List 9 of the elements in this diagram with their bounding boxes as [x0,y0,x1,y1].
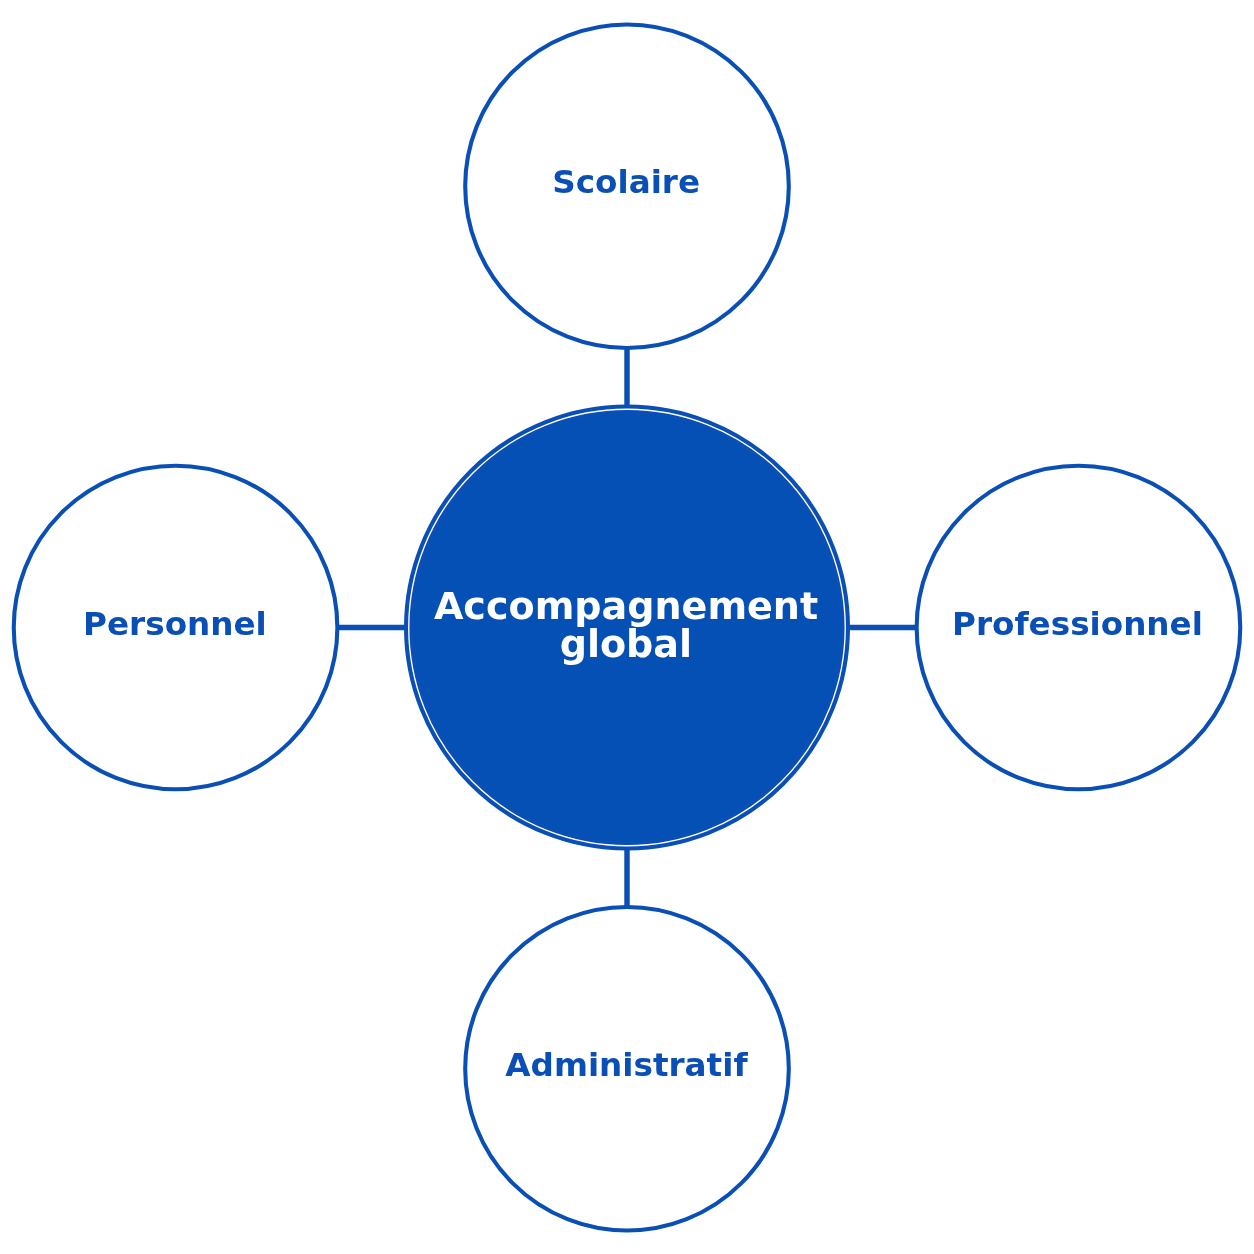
node-circle: Scolaire [463,21,791,350]
node-circle: Professionnel [914,463,1243,791]
node-circle: Administratif [463,904,791,1233]
connector [337,624,406,630]
node-circle: Accompagnement global [404,404,850,850]
connector [624,848,630,906]
connector [624,347,630,406]
node-circle: Personnel [11,463,340,791]
connector [848,624,917,630]
